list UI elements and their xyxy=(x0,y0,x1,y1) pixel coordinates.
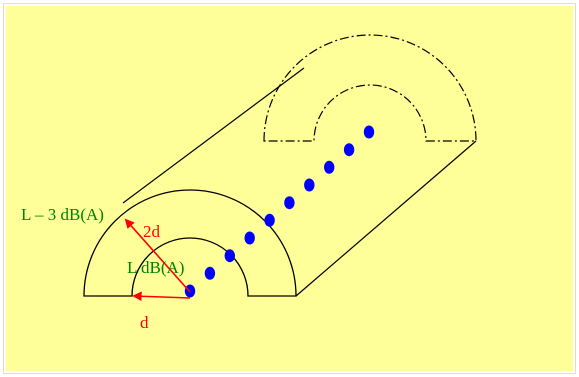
source-dot xyxy=(264,213,275,227)
cylinder-top-line xyxy=(122,67,305,204)
source-dot xyxy=(304,178,315,192)
source-dot xyxy=(324,160,335,174)
distance-2d-arrow xyxy=(124,218,191,293)
source-dot xyxy=(224,249,235,263)
distance-2d-label: 2d xyxy=(143,222,161,241)
source-dot xyxy=(343,143,355,157)
source-dot xyxy=(363,125,375,139)
level-far-label: L – 3 dB(A) xyxy=(21,205,104,224)
distance-d-arrow xyxy=(132,291,191,302)
diagram-frame xyxy=(3,3,576,374)
diagram-background xyxy=(6,6,573,371)
cylinder-bottom-line xyxy=(295,140,477,297)
source-dot xyxy=(284,196,295,210)
source-dot xyxy=(244,231,255,245)
back-half-annulus xyxy=(263,34,477,142)
distance-d-label: d xyxy=(140,313,149,332)
level-near-label: L dB(A) xyxy=(127,258,184,277)
front-half-annulus xyxy=(83,189,297,297)
source-dot xyxy=(204,266,216,280)
